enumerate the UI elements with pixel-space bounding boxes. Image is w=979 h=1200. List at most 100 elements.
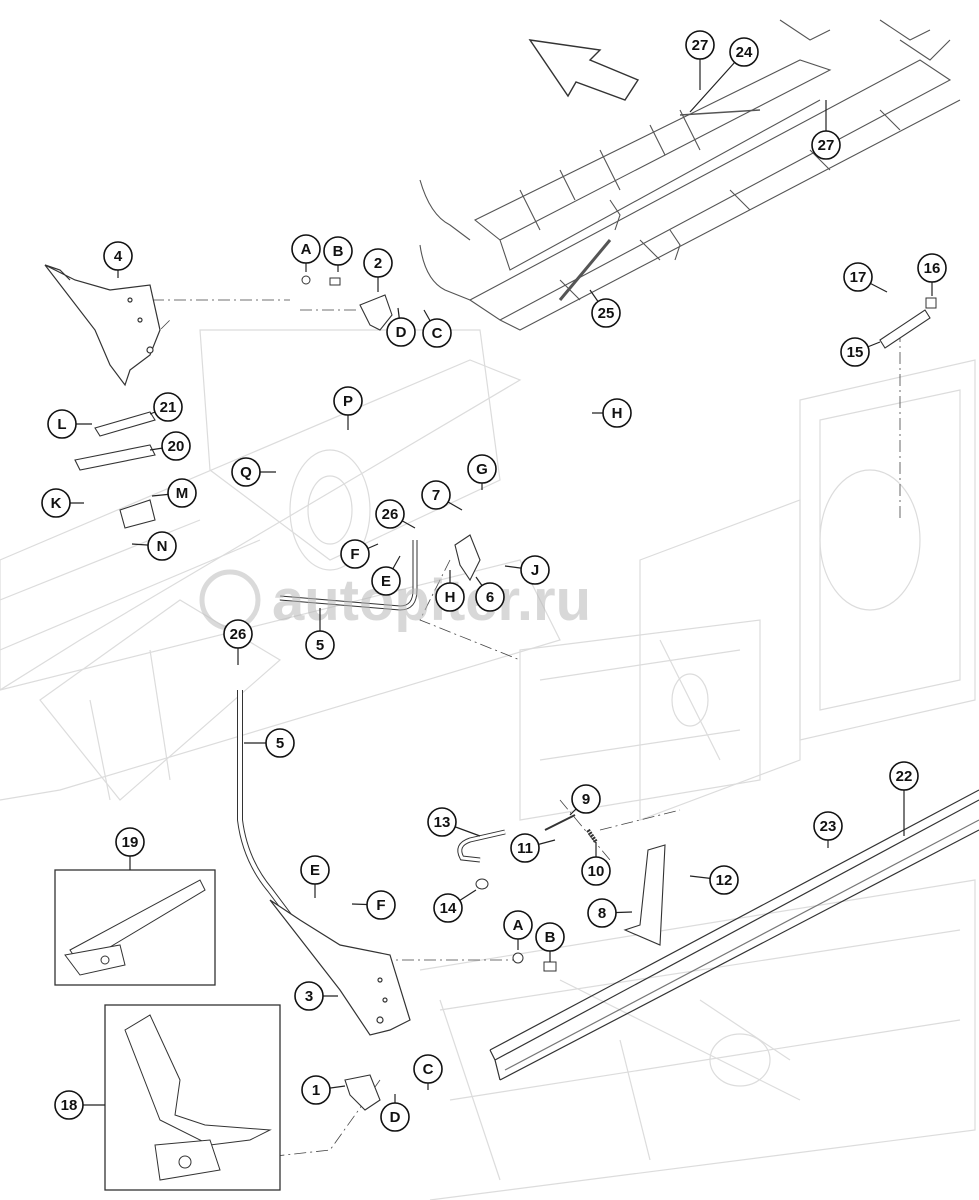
callout-n-n: N xyxy=(131,531,177,561)
inset-19 xyxy=(54,869,216,986)
callout-27-27b: 27 xyxy=(811,100,841,160)
callout-11-11: 11 xyxy=(510,833,556,863)
callout-14-14: 14 xyxy=(433,889,477,923)
callout-label: 16 xyxy=(924,260,941,277)
callout-circle xyxy=(427,807,457,837)
upper-rails xyxy=(419,19,961,331)
callout-label: 9 xyxy=(582,791,590,808)
callout-circle xyxy=(115,827,145,857)
part-3-shield xyxy=(269,899,411,1036)
callout-label: L xyxy=(57,416,66,433)
callout-circle xyxy=(103,241,133,271)
bolt-B-upper xyxy=(329,277,341,286)
callout-9-9: 9 xyxy=(569,784,601,816)
callout-circle xyxy=(591,298,621,328)
callout-b-b1: B xyxy=(323,236,353,272)
callout-label: 20 xyxy=(168,438,185,455)
callout-d-d1: D xyxy=(386,307,416,347)
callout-j-j: J xyxy=(504,555,550,585)
callout-label: 26 xyxy=(230,626,247,643)
callout-h-h2: H xyxy=(435,570,465,612)
callout-3-3: 3 xyxy=(294,981,338,1011)
callout-circle xyxy=(729,37,759,67)
callout-label: 5 xyxy=(316,637,324,654)
callout-label: 14 xyxy=(440,900,457,917)
direction-arrow xyxy=(528,39,640,101)
callout-15-15: 15 xyxy=(840,337,881,367)
callout-f-f1: F xyxy=(340,539,379,569)
callout-circle xyxy=(840,337,870,367)
callout-circle xyxy=(685,30,715,60)
part-9-rod xyxy=(544,814,576,831)
callout-circle xyxy=(300,855,330,885)
callout-k-k: K xyxy=(41,488,84,518)
callout-4-4: 4 xyxy=(103,241,133,278)
callout-label: 12 xyxy=(716,872,733,889)
callout-label: E xyxy=(310,862,320,879)
callout-25-25: 25 xyxy=(589,289,621,328)
callout-5-5b: 5 xyxy=(244,728,295,758)
callout-label: J xyxy=(531,562,539,579)
callout-label: E xyxy=(381,573,391,590)
callout-label: M xyxy=(176,485,189,502)
callout-26-26a: 26 xyxy=(375,499,416,529)
callout-label: F xyxy=(350,546,359,563)
callout-e-e2: E xyxy=(300,855,330,898)
callout-circle xyxy=(421,480,451,510)
callout-label: 26 xyxy=(382,506,399,523)
callout-20-20: 20 xyxy=(149,431,191,461)
callout-circle xyxy=(231,457,261,487)
callout-circle xyxy=(571,784,601,814)
callout-circle xyxy=(301,1075,331,1105)
callout-circle xyxy=(161,431,191,461)
callout-circle xyxy=(510,833,540,863)
callout-6-6: 6 xyxy=(475,576,505,612)
background-frame xyxy=(0,329,976,1200)
callout-circle xyxy=(380,1102,410,1132)
callout-circle xyxy=(889,761,919,791)
callout-label: 27 xyxy=(818,137,835,154)
callout-label: G xyxy=(476,461,488,478)
callout-1-1: 1 xyxy=(301,1075,346,1105)
callout-17-17: 17 xyxy=(843,262,888,293)
callout-label: 2 xyxy=(374,255,382,272)
callout-circle xyxy=(917,253,947,283)
callout-label: C xyxy=(432,325,443,342)
part-1-bracket xyxy=(344,1074,381,1111)
part-10-spring xyxy=(586,828,598,844)
callout-label: B xyxy=(333,243,344,260)
callout-label: 6 xyxy=(486,589,494,606)
washer-A-upper xyxy=(301,275,311,285)
callout-circle xyxy=(323,236,353,266)
callout-circle xyxy=(340,539,370,569)
callout-h-h1: H xyxy=(592,398,632,428)
callout-label: 10 xyxy=(588,863,605,880)
washer-A-lower xyxy=(512,952,524,964)
callout-circle xyxy=(54,1090,84,1120)
part-14-ring xyxy=(475,878,489,890)
callout-f-f2: F xyxy=(351,890,396,920)
parts-22-23-strips xyxy=(489,789,979,1081)
callout-24-24: 24 xyxy=(689,37,759,113)
callout-circle xyxy=(413,1054,443,1084)
callout-circle xyxy=(386,317,416,347)
callout-circle xyxy=(366,890,396,920)
callout-label: D xyxy=(396,324,407,341)
callout-circle xyxy=(709,865,739,895)
callout-label: P xyxy=(343,393,353,410)
bolt-B-lower xyxy=(543,961,557,972)
part-15-pin xyxy=(879,309,931,349)
callout-circle xyxy=(581,856,611,886)
callout-21-21: 21 xyxy=(149,392,183,422)
callout-circle xyxy=(41,488,71,518)
inset-18 xyxy=(104,1004,281,1191)
callout-19-19: 19 xyxy=(115,827,145,870)
callout-2-2: 2 xyxy=(363,248,393,292)
callout-label: 24 xyxy=(736,44,753,61)
callout-circle xyxy=(475,582,505,612)
callout-label: 1 xyxy=(312,1082,320,1099)
callout-label: 8 xyxy=(598,905,606,922)
callout-circle xyxy=(294,981,324,1011)
callout-a-a2: A xyxy=(503,910,533,950)
callout-label: N xyxy=(157,538,168,555)
